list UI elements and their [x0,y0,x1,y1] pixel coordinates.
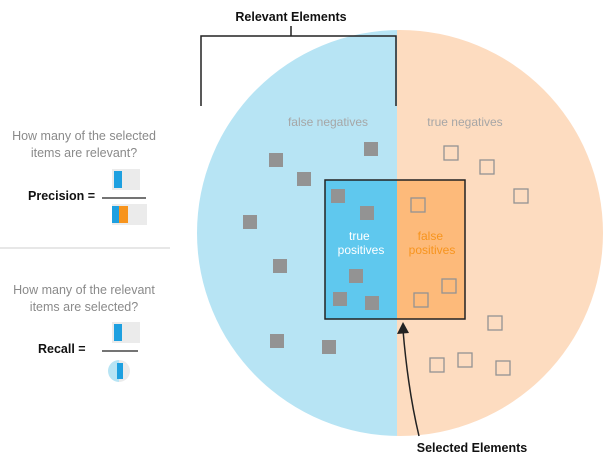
relevant-item [322,340,336,354]
irrelevant-items [410,145,529,376]
true-positives-label: true positives [338,229,385,257]
precision-question-line-2: items are relevant? [30,146,138,160]
recall-label: Recall = [38,342,86,356]
relevant-item [360,206,374,220]
irrelevant-item [441,278,457,294]
recall-numerator-icon [112,322,140,343]
relevant-item [273,259,287,273]
selected-elements-box [324,179,466,320]
precision-question-line-1: How many of the selected [12,129,156,143]
selected-elements-arrow-head [397,322,409,334]
relevant-item [333,292,347,306]
recall-denominator-icon [108,360,130,382]
irrelevant-item [457,352,473,368]
recall-question-line-2: items are selected? [29,300,139,314]
irrelevant-item [495,360,511,376]
recall-question-line-1: How many of the relevant [13,283,155,297]
irrelevant-item [410,197,426,213]
false-positives-area [397,180,465,319]
relevant-item [243,215,257,229]
true-negatives-label: true negatives [427,115,502,129]
irrelevant-item [487,315,503,331]
false-positives-label-line-2: positives [409,243,456,257]
relevant-item [297,172,311,186]
relevant-elements-bracket [200,26,397,106]
selected-elements-arrow-line [402,329,420,437]
irrelevant-item [443,145,459,161]
relevant-item [270,334,284,348]
true-positives-label-line-1: true [349,229,370,243]
irrelevant-item [513,188,529,204]
relevant-item [364,142,378,156]
precision-label: Precision = [28,189,96,203]
relevant-elements-label: Relevant Elements [235,10,346,24]
true-positives-label-line-2: positives [338,243,385,257]
precision-denominator-icon [112,204,147,225]
irrelevant-item [413,292,429,308]
relevant-item [349,269,363,283]
false-positives-label-line-1: false [418,229,444,243]
irrelevant-item [479,159,495,175]
relevant-item [365,296,379,310]
false-negatives-label: false negatives [288,115,368,129]
precision-numerator-icon [112,169,140,190]
false-positives-label: false positives [409,229,456,257]
relevant-item [331,189,345,203]
selected-elements-label: Selected Elements [417,441,528,455]
irrelevant-item [429,357,445,373]
relevant-item [269,153,283,167]
relevant-items [243,142,379,354]
precision-question: How many of the selected items are relev… [0,128,168,162]
recall-question: How many of the relevant items are selec… [0,282,168,316]
